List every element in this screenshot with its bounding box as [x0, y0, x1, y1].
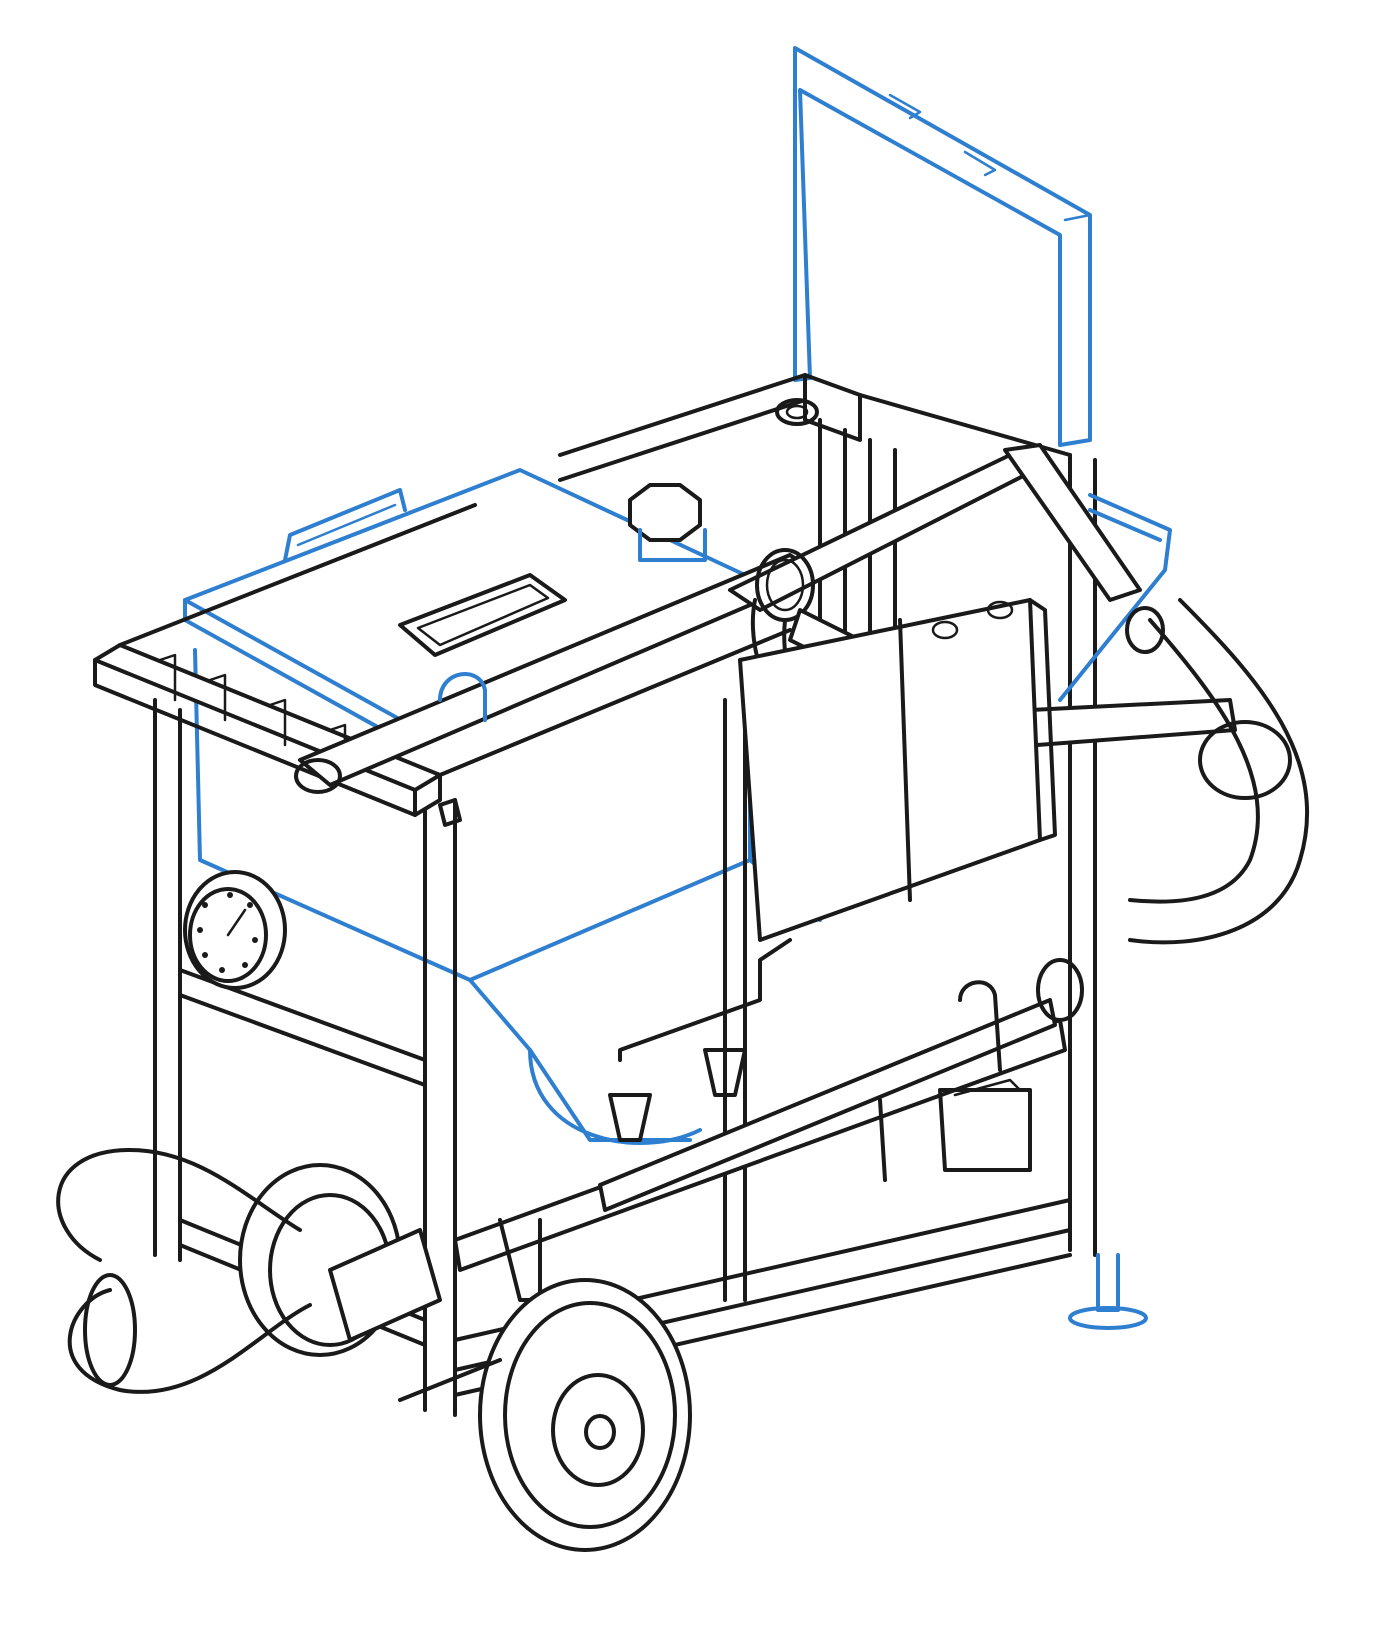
lower-manifold: [453, 938, 1084, 1272]
front-frame: [93, 503, 1072, 1417]
pressure-gauge: [183, 870, 287, 990]
pump-and-hose: [56, 1148, 542, 1394]
open-lid: [793, 46, 1092, 447]
water-tank: [183, 468, 1172, 1330]
control-box: [738, 598, 1057, 942]
rear-frame: [558, 373, 1097, 1257]
trolley-wheel: [398, 1278, 692, 1552]
